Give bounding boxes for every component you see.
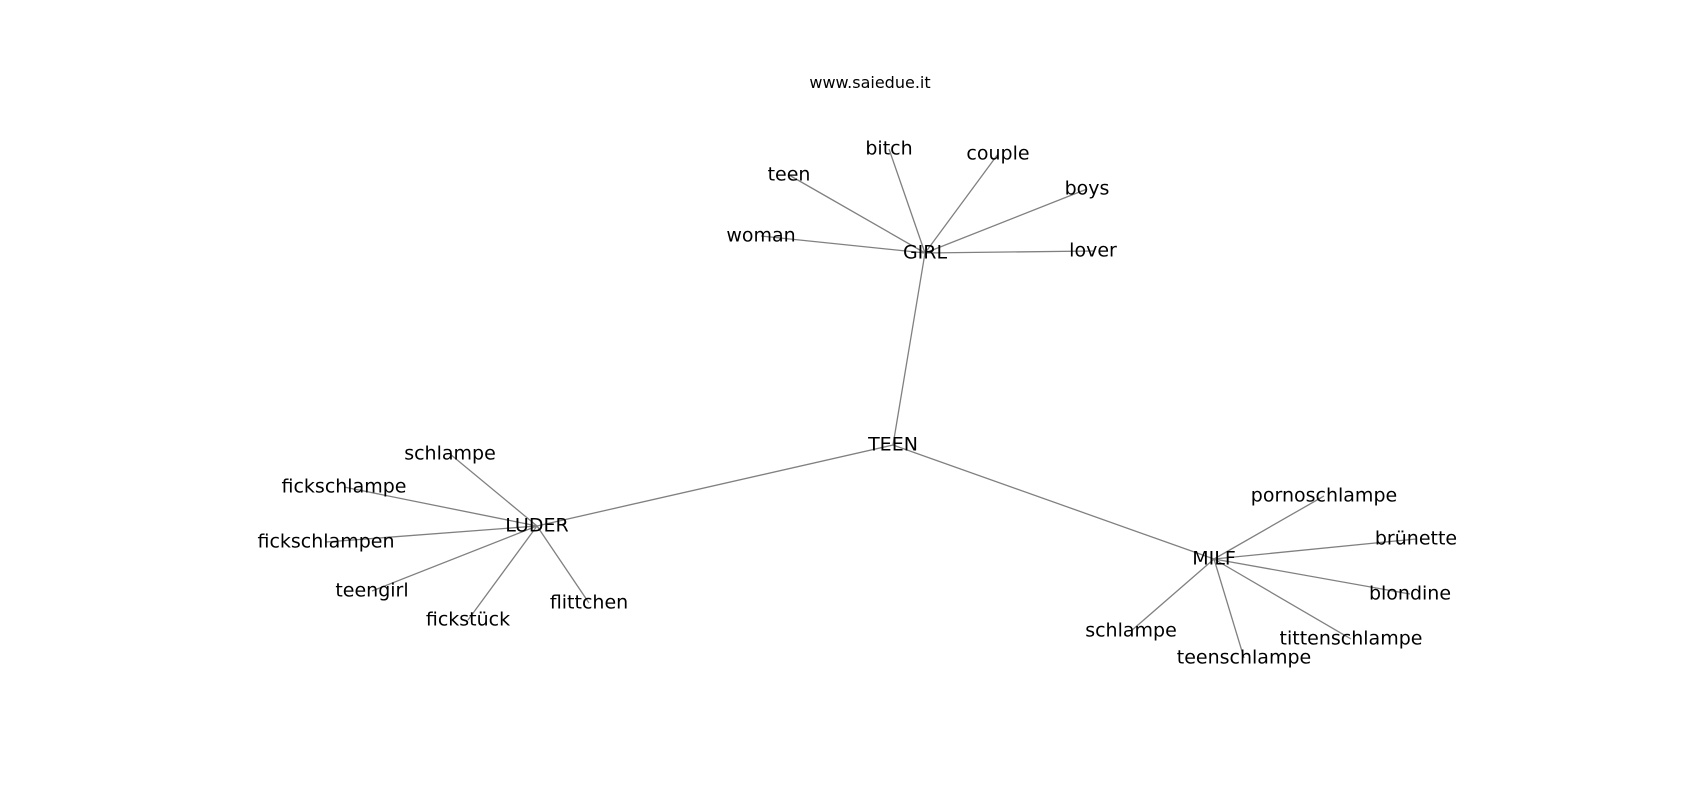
edge-luder-l_fickstueck	[467, 525, 538, 621]
node-label-g_couple: couple	[966, 143, 1029, 165]
node-label-g_woman: woman	[726, 225, 795, 247]
node-label-l_fickschlampen: fickschlampen	[257, 531, 394, 553]
edge-milf-m_bruenette	[1213, 538, 1417, 560]
node-label-g_boys: boys	[1065, 178, 1110, 200]
labels-layer: TEEN GIRL LUDER MILF bitch couple teen boys woma…	[257, 138, 1457, 669]
node-label-l_fickschlampe: fickschlampe	[282, 476, 407, 498]
node-label-l_fickstueck: fickstück	[426, 609, 510, 631]
node-label-m_pornoschlampe: pornoschlampe	[1251, 485, 1397, 507]
node-label-girl: GIRL	[903, 242, 948, 264]
edge-luder-l_fickschlampe	[343, 486, 538, 527]
node-label-m_bruenette: brünette	[1375, 528, 1457, 550]
edge-luder-l_schlampe	[449, 453, 538, 527]
node-label-l_flittchen: flittchen	[550, 592, 628, 614]
edge-luder-l_fickschlampen	[325, 525, 538, 543]
edge-luder-l_flittchen	[536, 525, 590, 604]
edge-girl-g_lover	[924, 250, 1094, 254]
edge-girl-g_teen	[788, 174, 926, 254]
node-label-milf: MILF	[1192, 548, 1236, 570]
edge-teen_hub-milf	[892, 444, 1215, 560]
node-label-teen_hub: TEEN	[867, 434, 918, 456]
node-label-m_blondine: blondine	[1369, 583, 1451, 605]
edge-teen_hub-girl	[892, 252, 926, 446]
node-label-l_schlampe: schlampe	[404, 443, 496, 465]
edge-teen_hub-luder	[536, 444, 894, 527]
edge-milf-m_teenschlampe	[1213, 558, 1245, 659]
edges-layer	[325, 148, 1417, 659]
edge-girl-g_bitch	[888, 148, 926, 254]
edge-girl-g_woman	[760, 235, 926, 254]
edge-milf-m_blondine	[1213, 558, 1411, 595]
node-label-g_bitch: bitch	[865, 138, 912, 160]
node-label-g_lover: lover	[1069, 240, 1117, 262]
edge-luder-l_teengirl	[371, 525, 538, 592]
node-label-m_teenschlampe: teenschlampe	[1177, 647, 1311, 669]
edge-girl-g_couple	[924, 153, 999, 254]
edge-milf-m_schlampe	[1130, 558, 1215, 632]
node-label-g_teen: teen	[768, 164, 811, 186]
node-label-l_teengirl: teengirl	[335, 580, 408, 602]
node-label-luder: LUDER	[505, 515, 568, 537]
node-label-m_schlampe: schlampe	[1085, 620, 1177, 642]
edge-milf-m_tittenschlampe	[1213, 558, 1352, 640]
edge-milf-m_pornoschlampe	[1213, 495, 1325, 560]
edge-girl-g_boys	[924, 188, 1088, 254]
watermark-text: www.saiedue.it	[809, 73, 930, 92]
node-label-m_tittenschlampe: tittenschlampe	[1280, 628, 1423, 650]
